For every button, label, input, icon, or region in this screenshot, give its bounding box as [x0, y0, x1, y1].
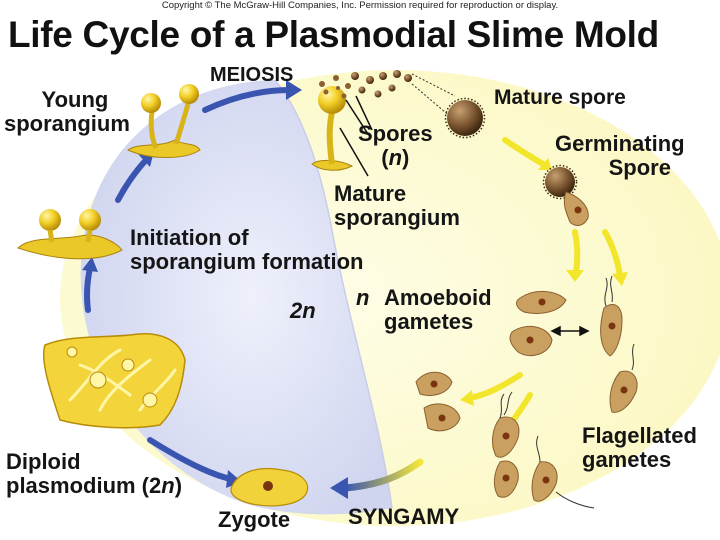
interconversion-double-arrow: [550, 325, 590, 337]
label-mature-sporangium-line-2: sporangium: [334, 205, 460, 230]
label-germinating-spore-line-2: Spore: [608, 155, 671, 180]
diagram-title: Life Cycle of a Plasmodial Slime Mold: [8, 14, 659, 55]
label-amoeboid-line-2: gametes: [384, 309, 474, 334]
zygote-illustration: [230, 467, 309, 507]
plasmodium-illustration: [42, 333, 186, 429]
spore-zoom-lines: [411, 73, 456, 119]
amoeboid-nuclei: [430, 298, 546, 422]
label-germinating-spore: Germinating Spore: [555, 132, 685, 180]
mature-spore-illustration: [444, 97, 486, 139]
label-flagellated-gametes: Flagellated gametes: [582, 424, 697, 472]
label-mature-sporangium-line-1: Mature: [334, 181, 407, 206]
flagella: [499, 275, 635, 509]
label-diploid-suffix: ): [174, 473, 183, 498]
label-diploid-line-1: Diploid: [6, 449, 81, 474]
flagellated-nuclei: [502, 322, 628, 484]
label-initiation-line-2: sporangium formation: [130, 249, 364, 274]
initiation-sporangium-illustration: [17, 209, 123, 260]
label-flagellated-line-2: gametes: [582, 447, 672, 472]
label-diploid-n: n: [161, 473, 175, 498]
label-mature-spore: Mature spore: [494, 86, 626, 109]
syngamy-arrow: [341, 458, 424, 492]
copyright-notice: Copyright © The McGraw-Hill Companies, I…: [161, 0, 559, 11]
label-amoeboid-gametes: Amoeboid gametes: [384, 286, 492, 334]
label-diploid-plasmodium: Diploid plasmodium (2n): [6, 450, 182, 498]
mature-sporangium-illustration: [311, 75, 354, 171]
label-young-sporangium: Young sporangium: [4, 87, 130, 136]
label-meiosis: MEIOSIS: [210, 64, 294, 86]
label-spores: Spores (n): [358, 122, 433, 170]
label-germinating-spore-line-1: Germinating: [555, 131, 685, 156]
diploid-haploid-boundary: [274, 79, 393, 509]
label-initiation-sporangium-formation: Initiation of sporangium formation: [130, 226, 363, 274]
label-ploidy-diploid: 2n: [290, 298, 316, 323]
label-spores-line-2: (n): [381, 145, 410, 170]
syngamy-arrowhead: [330, 477, 348, 499]
label-young-sporangium-line-2: sporangium: [4, 111, 130, 136]
label-spores-n: n: [388, 145, 403, 170]
label-spores-line-1: Spores: [358, 121, 433, 146]
released-spores: [351, 70, 412, 98]
label-mature-sporangium: Mature sporangium: [334, 182, 460, 230]
label-flagellated-line-1: Flagellated: [582, 423, 697, 448]
label-young-sporangium-line-1: Young: [41, 87, 109, 112]
young-sporangium-illustration: [126, 84, 201, 158]
label-initiation-line-1: Initiation of: [130, 225, 249, 250]
spore-pointer-lines: [339, 95, 373, 177]
germinating-spore-illustration: [542, 164, 589, 226]
label-ploidy-haploid: n: [356, 285, 370, 310]
label-diploid-line-2: plasmodium (2n): [6, 474, 182, 498]
label-diploid-prefix: plasmodium (2: [6, 473, 162, 498]
label-syngamy: SYNGAMY: [348, 504, 460, 529]
label-zygote: Zygote: [218, 507, 291, 532]
label-amoeboid-line-1: Amoeboid: [384, 285, 492, 310]
